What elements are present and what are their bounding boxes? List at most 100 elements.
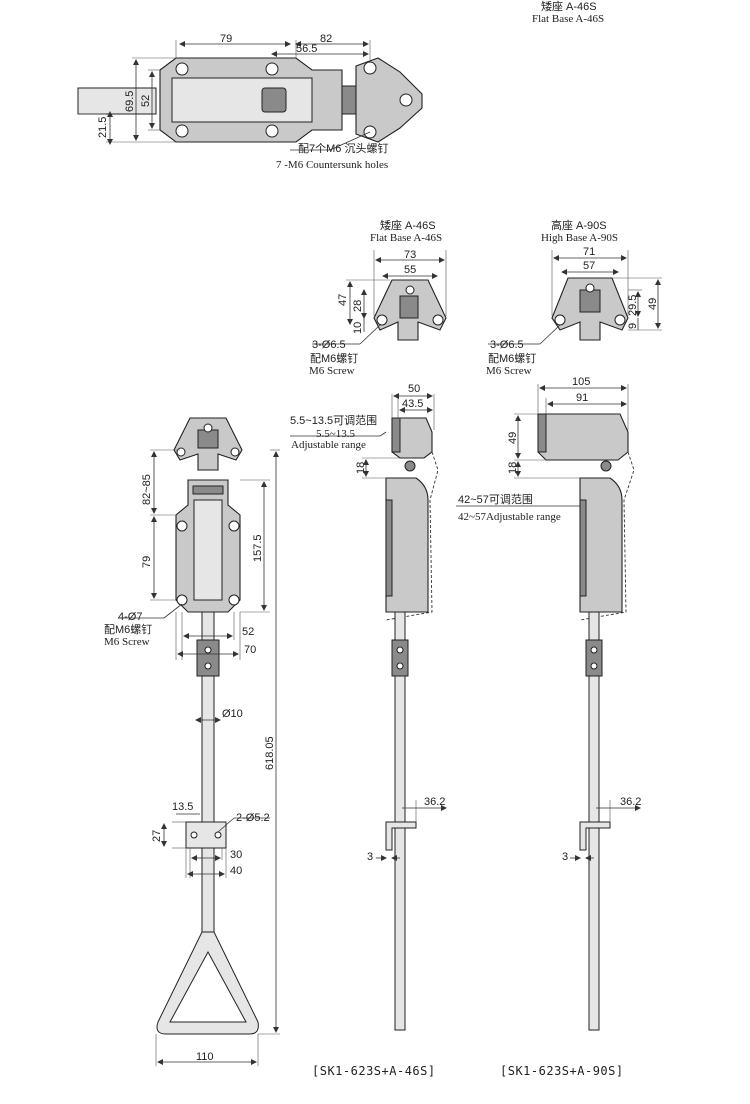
side-flat-range-num: 5.5~13.5 xyxy=(316,428,355,440)
front-screw-en: M6 Screw xyxy=(104,636,150,648)
top-dim-69-5: 69.5 xyxy=(124,91,136,112)
front-screw-holes: 4-Ø7 xyxy=(118,611,142,623)
front-keeper-hole-1 xyxy=(176,447,186,457)
top-view: 矮座 A-46S Flat Base A-46S 79 82 56.5 69.5 xyxy=(77,0,604,171)
side-high-dim-105: 105 xyxy=(572,376,590,388)
side-flat-body-strip xyxy=(385,499,393,597)
high-base-dim-49: 49 xyxy=(647,298,659,310)
flat-base-hole-3 xyxy=(405,285,415,295)
flat-base-hook xyxy=(399,295,419,319)
top-hole-2 xyxy=(265,62,279,76)
flat-base-hole-2 xyxy=(432,314,444,326)
side-high-keeper xyxy=(537,413,629,461)
front-dim-79: 79 xyxy=(141,556,153,568)
front-clamp-hole-1 xyxy=(204,646,212,654)
top-holes-note-cn: 配7个M6 沉头螺钉 xyxy=(298,142,388,155)
front-bracket-hole-1 xyxy=(190,831,198,839)
high-base-dim-71: 71 xyxy=(583,246,595,258)
top-keeper-hole-1 xyxy=(363,61,377,75)
front-hole-3 xyxy=(176,594,188,606)
side-high-range-cn: 42~57可调范围 xyxy=(458,492,533,506)
top-dim-79: 79 xyxy=(220,33,232,45)
side-view-high: 105 91 49 18 42~57可调范围 42~57Adjustable r… xyxy=(456,376,641,1078)
side-high-rod-clamp xyxy=(585,639,603,677)
flat-base-dim-47: 47 xyxy=(337,294,349,306)
side-flat-keeper-face xyxy=(391,417,401,453)
flat-base-label-cn: 矮座 A-46S xyxy=(380,218,436,232)
front-dim-110: 110 xyxy=(196,1051,214,1063)
high-base-dim-57: 57 xyxy=(583,260,595,272)
side-flat-open-outline xyxy=(385,451,439,621)
flat-base-label-en: Flat Base A-46S xyxy=(370,232,442,244)
side-flat-dim-43-5: 43.5 xyxy=(402,398,423,410)
high-base-detail: 高座 A-90S High Base A-90S 71 57 29.5 9 49… xyxy=(486,218,662,377)
side-flat-range-cn: 5.5~13.5可调范围 xyxy=(290,413,377,427)
side-high-dim-91: 91 xyxy=(576,392,588,404)
top-rod xyxy=(77,87,157,115)
high-base-hole-3 xyxy=(585,283,595,293)
front-dim-30: 30 xyxy=(230,849,242,861)
side-view-flat: 50 43.5 18 5.5~13.5可调范围 5.5~13.5 Adjusta… xyxy=(290,383,447,1078)
front-clamp-hole-2 xyxy=(204,662,212,670)
side-flat-pivot xyxy=(404,460,416,472)
front-hole-2 xyxy=(228,520,240,532)
high-base-screw-holes: 3-Ø6.5 xyxy=(490,339,524,351)
front-label-plate xyxy=(192,485,224,495)
front-dim-rod-dia: Ø10 xyxy=(222,708,243,720)
high-base-dim-9: 9 xyxy=(627,323,639,329)
front-hole-1 xyxy=(176,520,188,532)
flat-base-detail: 矮座 A-46S Flat Base A-46S 73 55 47 28 10 … xyxy=(309,218,447,377)
side-high-pivot xyxy=(600,460,612,472)
flat-base-screw-en: M6 Screw xyxy=(309,365,355,377)
side-flat-keeper xyxy=(391,417,433,459)
side-high-model: [SK1-623S+A-90S] xyxy=(500,1064,624,1078)
front-keeper-hole-2 xyxy=(230,447,240,457)
top-keeper xyxy=(355,57,423,143)
top-hole-3 xyxy=(175,124,189,138)
side-flat-range-en: Adjustable range xyxy=(291,439,366,451)
front-dim-70: 70 xyxy=(244,644,256,656)
top-hole-1 xyxy=(175,62,189,76)
high-base-hook xyxy=(579,289,601,313)
flat-base-screw-cn: 配M6螺钉 xyxy=(310,352,358,365)
front-keeper-hook xyxy=(197,429,219,449)
side-high-body-strip xyxy=(579,499,587,597)
flat-base-dim-73: 73 xyxy=(404,249,416,261)
high-base-label-cn: 高座 A-90S xyxy=(551,218,607,232)
flat-base-dim-55: 55 xyxy=(404,264,416,276)
side-flat-dim-3: 3 xyxy=(367,851,373,863)
high-base-screw-cn: 配M6螺钉 xyxy=(488,352,536,365)
flat-base-dim-28: 28 xyxy=(352,300,364,312)
front-hole-4 xyxy=(228,594,240,606)
flat-base-hole-1 xyxy=(376,314,388,326)
side-high-open-outline xyxy=(579,451,635,621)
flat-base-dim-10: 10 xyxy=(352,322,364,334)
side-high-keeper-face xyxy=(537,413,547,453)
side-flat-body xyxy=(385,477,429,613)
high-base-dim-29-5: 29.5 xyxy=(627,295,639,316)
side-flat-dim-50: 50 xyxy=(408,383,420,395)
side-high-dim-49: 49 xyxy=(507,432,519,444)
front-dim-27: 27 xyxy=(151,830,163,842)
high-base-hole-1 xyxy=(554,314,566,326)
top-base-label-en: Flat Base A-46S xyxy=(532,13,604,25)
side-high-dim-18: 18 xyxy=(507,462,519,474)
high-base-screw-en: M6 Screw xyxy=(486,365,532,377)
side-flat-dim-36-2: 36.2 xyxy=(424,796,445,808)
top-holes-note-en: 7 -M6 Countersunk holes xyxy=(276,159,388,171)
front-dim-618-05: 618.05 xyxy=(264,736,276,770)
top-dim-82: 82 xyxy=(320,33,332,45)
side-high-dim-36-2: 36.2 xyxy=(620,796,641,808)
front-keeper-hole-3 xyxy=(203,423,213,433)
side-high-range-en: 42~57Adjustable range xyxy=(458,511,561,523)
top-lock-cylinder xyxy=(261,87,287,113)
front-dim-2-5-2: 2-Ø5.2 xyxy=(236,812,270,824)
top-dim-56-5: 56.5 xyxy=(296,43,317,55)
top-latch-handle xyxy=(171,77,313,123)
front-dim-82-85: 82~85 xyxy=(141,474,153,505)
front-screw-cn: 配M6螺钉 xyxy=(104,623,152,636)
front-bracket-hole-2 xyxy=(214,831,222,839)
side-flat-dim-18: 18 xyxy=(355,462,367,474)
